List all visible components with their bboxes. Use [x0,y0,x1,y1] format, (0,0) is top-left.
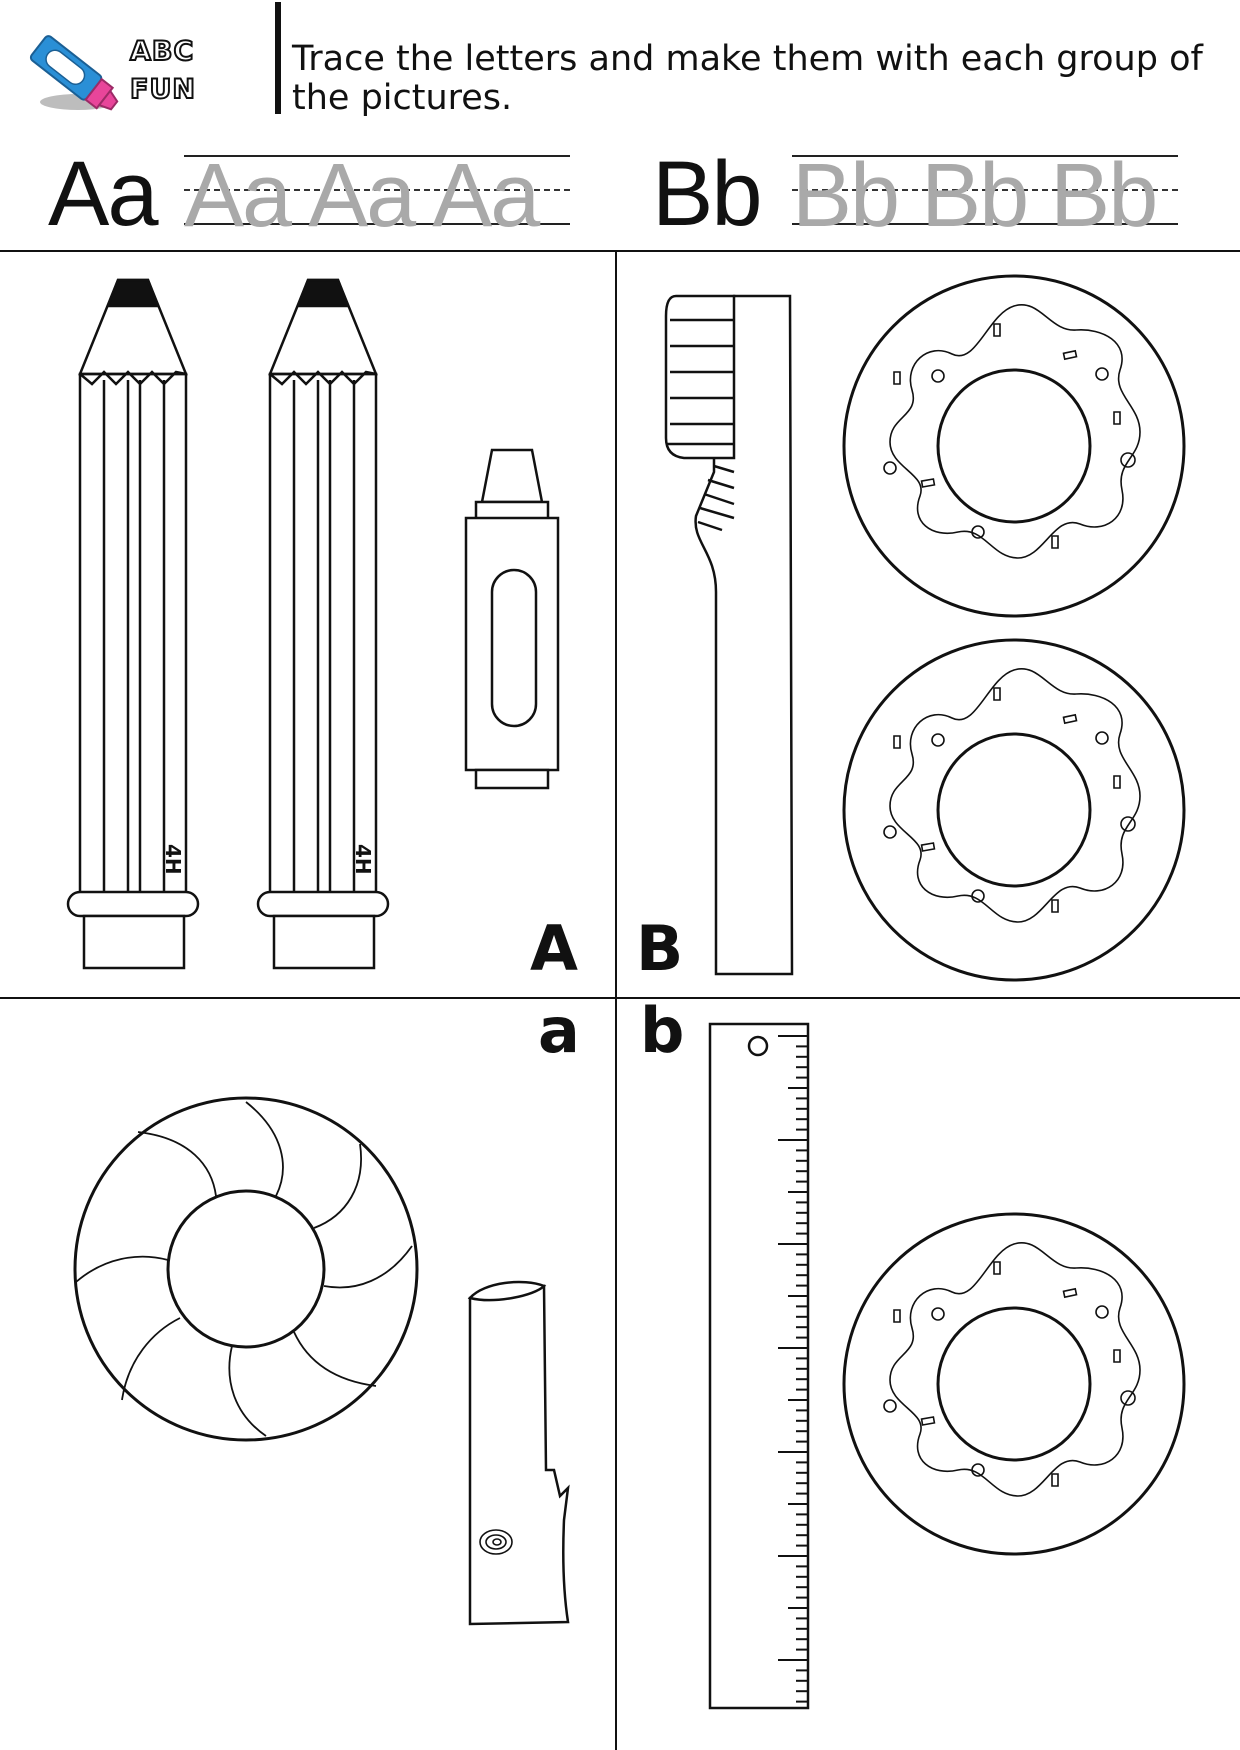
ruler-ticks [778,1036,808,1702]
logo-word-abc: ABC [129,36,195,67]
log-icon [464,1276,580,1630]
pencil-icon: 4H [62,276,204,970]
quadrant-letter-lower-a: a [538,994,580,1067]
model-letters-aa: Aa [48,143,159,245]
ruler-icon [706,1022,812,1712]
pencil-grade-label: 4H [161,844,185,875]
donut-icon [840,636,1188,984]
trace-letters-bb: Bb Bb Bb [792,146,1158,246]
pencil-grade-label: 4H [351,844,375,875]
swim-ring-icon [70,1096,422,1442]
trace-guide-mid [792,189,1178,191]
crayon-logo-icon [29,35,119,111]
trace-guide-mid [184,189,570,191]
trace-guide-bottom [792,223,1178,225]
trace-guide-top [184,155,570,157]
donut-icon [840,272,1188,620]
trace-guide-bottom [184,223,570,225]
quadrant-letter-lower-b: b [640,994,685,1067]
grid-rule-top [0,250,1240,252]
abc-fun-logo: ABC FUN [18,22,218,122]
grid-rule-middle [0,997,1240,999]
trace-guide-top [792,155,1178,157]
crayon-icon [462,448,566,800]
quadrant-letter-upper-b: B [636,912,684,985]
trace-letters-aa: Aa Aa Aa [184,146,540,246]
toothbrush-icon [662,292,800,978]
logo-word-fun: FUN [129,74,196,105]
pencil-icon: 4H [252,276,394,970]
model-letters-bb: Bb [652,143,763,245]
trace-area-bb[interactable]: Bb Bb Bb [792,151,1178,241]
grid-rule-vertical [615,250,617,1750]
trace-area-aa[interactable]: Aa Aa Aa [184,151,570,241]
donut-icon [840,1210,1188,1558]
instructions-text: Trace the letters and make them with eac… [292,39,1203,118]
quadrant-letter-upper-a: A [530,912,578,985]
header-divider [275,2,281,114]
